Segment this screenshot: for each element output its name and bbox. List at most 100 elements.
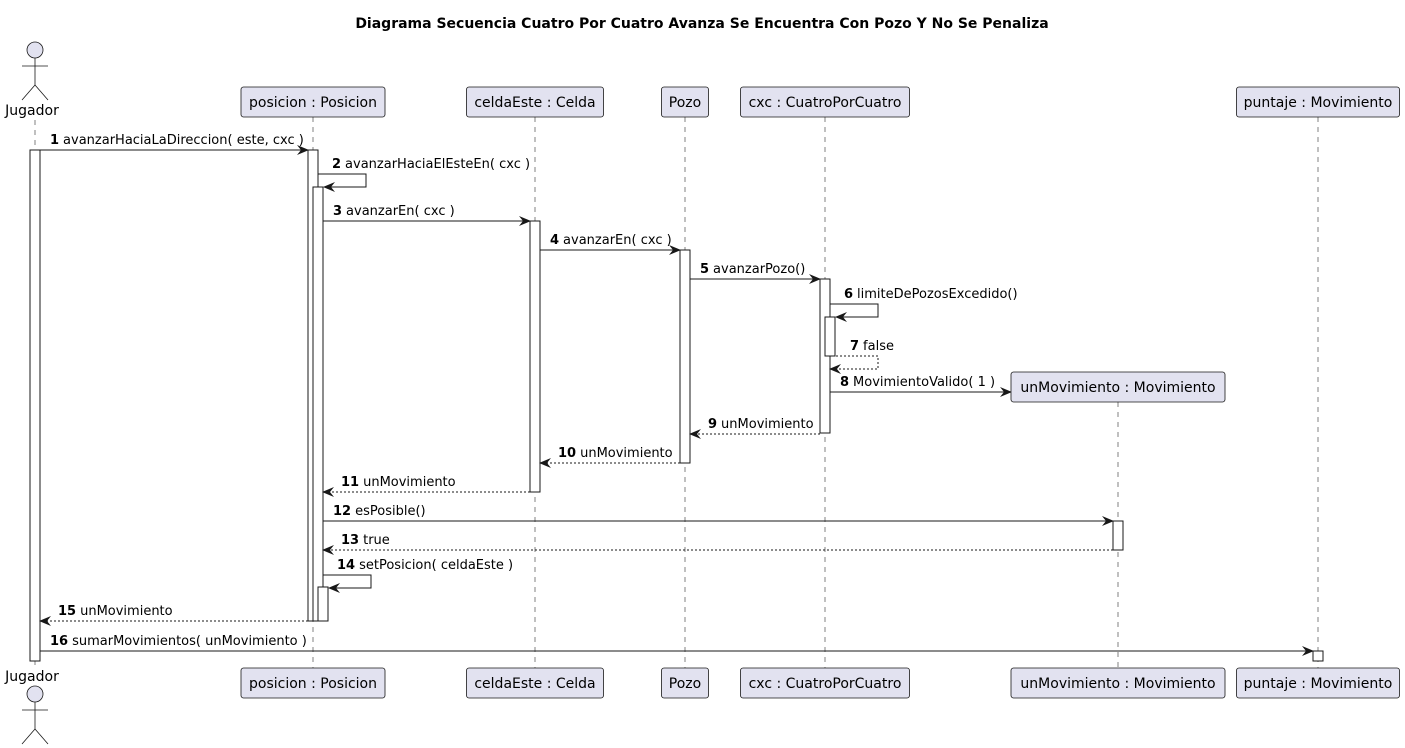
message-5: 5 avanzarPozo()	[690, 262, 821, 284]
message-number: 3	[333, 204, 342, 219]
message-arrow	[829, 355, 879, 374]
message-number: 14	[337, 558, 355, 573]
message-label: 9 unMovimiento	[708, 417, 814, 432]
message-12: 12 esPosible()	[323, 504, 1114, 526]
participant-posicion-top: posicion : Posicion	[240, 86, 386, 118]
diagram-title: Diagrama Secuencia Cuatro Por Cuatro Ava…	[355, 16, 1048, 32]
activation-bar	[824, 316, 836, 357]
message-number: 2	[332, 157, 341, 172]
participant-label: puntaje : Movimiento	[1244, 676, 1393, 692]
message-number: 15	[58, 604, 76, 619]
participant-unmov-top: unMovimiento : Movimiento	[1010, 371, 1226, 403]
message-3: 3 avanzarEn( cxc )	[323, 204, 531, 226]
participant-label: celdaEste : Celda	[474, 676, 595, 692]
message-text: avanzarEn( cxc )	[346, 204, 455, 219]
participant-pozo-bottom: Pozo	[661, 667, 709, 699]
message-text: esPosible()	[355, 504, 426, 519]
participant-posicion-bottom: posicion : Posicion	[240, 667, 386, 699]
message-text: avanzarHaciaElEsteEn( cxc )	[345, 157, 530, 172]
message-number: 10	[558, 446, 576, 461]
message-number: 6	[844, 287, 853, 302]
message-label: 1 avanzarHaciaLaDireccion( este, cxc )	[50, 133, 304, 148]
message-number: 16	[50, 634, 68, 649]
message-number: 7	[850, 339, 859, 354]
activation-bars	[29, 149, 1324, 662]
activation-bar	[312, 186, 324, 622]
message-label: 6 limiteDePozosExcedido()	[844, 287, 1018, 302]
message-text: MovimientoValido( 1 )	[853, 375, 995, 390]
message-label: 7 false	[850, 339, 894, 354]
participant-label: cxc : CuatroPorCuatro	[749, 95, 902, 111]
message-text: avanzarHaciaLaDireccion( este, cxc )	[63, 133, 304, 148]
participant-celda-bottom: celdaEste : Celda	[466, 667, 604, 699]
message-label: 5 avanzarPozo()	[700, 262, 805, 277]
message-text: unMovimiento	[363, 475, 456, 490]
participant-unmov-bottom: unMovimiento : Movimiento	[1010, 667, 1226, 699]
participant-label: puntaje : Movimiento	[1244, 95, 1393, 111]
message-arrow	[830, 303, 879, 322]
participant-puntaje-bottom: puntaje : Movimiento	[1236, 667, 1400, 699]
participant-label: posicion : Posicion	[249, 676, 377, 692]
message-number: 11	[341, 475, 359, 490]
message-label: 16 sumarMovimientos( unMovimiento )	[50, 634, 307, 649]
actor-head-icon	[26, 41, 44, 59]
message-arrow	[323, 574, 372, 593]
participant-label: Pozo	[669, 95, 701, 111]
message-label: 10 unMovimiento	[558, 446, 673, 461]
message-9: 9 unMovimiento	[689, 417, 820, 439]
actor-bottom: Jugador	[4, 669, 59, 745]
participant-label: posicion : Posicion	[249, 95, 377, 111]
participant-label: unMovimiento : Movimiento	[1020, 380, 1215, 396]
message-text: false	[863, 339, 894, 354]
message-label: 15 unMovimiento	[58, 604, 173, 619]
message-16: 16 sumarMovimientos( unMovimiento )	[40, 634, 1314, 656]
message-number: 9	[708, 417, 717, 432]
messages: 1 avanzarHaciaLaDireccion( este, cxc ) 2 av…	[39, 133, 1314, 656]
participant-puntaje-top: puntaje : Movimiento	[1236, 86, 1400, 118]
message-2: 2 avanzarHaciaElEsteEn( cxc )	[318, 157, 530, 192]
message-label: 11 unMovimiento	[341, 475, 456, 490]
message-text: avanzarEn( cxc )	[563, 233, 672, 248]
participant-label: cxc : CuatroPorCuatro	[749, 676, 902, 692]
message-number: 1	[50, 133, 59, 148]
participant-label: Pozo	[669, 676, 701, 692]
message-label: 4 avanzarEn( cxc )	[550, 233, 672, 248]
message-arrow	[318, 173, 367, 192]
participant-cxc-bottom: cxc : CuatroPorCuatro	[740, 667, 910, 699]
participant-pozo-top: Pozo	[661, 86, 709, 118]
activation-bar	[1112, 520, 1124, 551]
participant-label: celdaEste : Celda	[474, 95, 595, 111]
message-7: 7 false	[829, 339, 894, 374]
message-number: 5	[700, 262, 709, 277]
message-4: 4 avanzarEn( cxc )	[540, 233, 681, 255]
message-15: 15 unMovimiento	[39, 604, 308, 626]
activation-bar	[529, 220, 541, 493]
actor-label: Jugador	[4, 103, 59, 119]
actor-head-icon	[26, 685, 44, 703]
message-6: 6 limiteDePozosExcedido()	[830, 287, 1018, 322]
message-text: avanzarPozo()	[713, 262, 805, 277]
activation-bar	[679, 249, 691, 464]
message-text: unMovimiento	[580, 446, 673, 461]
message-1: 1 avanzarHaciaLaDireccion( este, cxc )	[40, 133, 309, 155]
activation-bar	[1312, 650, 1324, 662]
message-text: sumarMovimientos( unMovimiento )	[72, 634, 307, 649]
message-label: 3 avanzarEn( cxc )	[333, 204, 455, 219]
message-label: 12 esPosible()	[333, 504, 426, 519]
activation-bar	[317, 586, 329, 622]
participant-cxc-top: cxc : CuatroPorCuatro	[740, 86, 910, 118]
message-text: unMovimiento	[80, 604, 173, 619]
message-text: unMovimiento	[721, 417, 814, 432]
activation-bar	[29, 149, 41, 662]
message-number: 13	[341, 533, 359, 548]
message-number: 4	[550, 233, 559, 248]
actor-label: Jugador	[4, 669, 59, 685]
message-number: 12	[333, 504, 351, 519]
message-text: limiteDePozosExcedido()	[857, 287, 1018, 302]
